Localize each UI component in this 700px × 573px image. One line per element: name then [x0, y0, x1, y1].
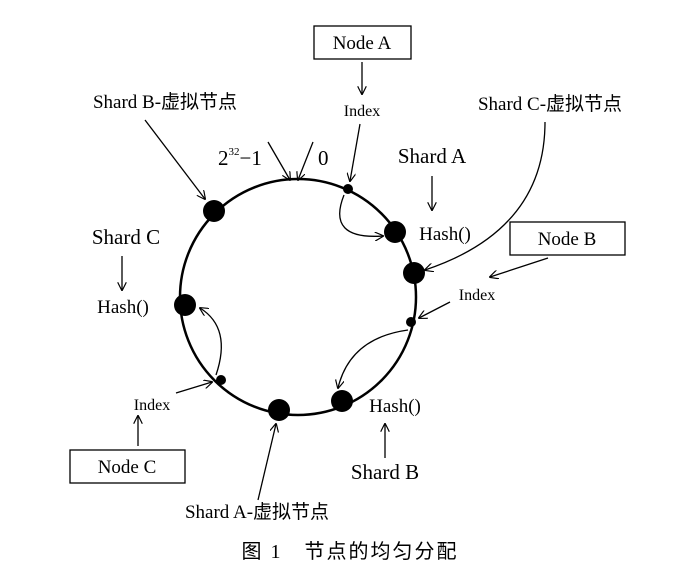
node-b-label: Node B — [538, 229, 597, 250]
shard-a-virtual-arrow — [257, 424, 276, 501]
shard-c-hash-label: Hash() — [97, 297, 149, 318]
node-b-lookup-arrow — [338, 329, 409, 388]
ring-max-label: 232−1 — [218, 146, 262, 170]
shard-b-label: Shard B — [351, 460, 419, 484]
ring-zero-label: 0 — [318, 146, 329, 170]
node-b-index-label: Index — [459, 287, 495, 304]
shard-c-virtual-point — [403, 262, 425, 284]
shard-a-virtual-label: Shard A-虚拟节点 — [185, 501, 329, 523]
node-b-box — [509, 221, 626, 256]
node-a-index-arrow — [350, 123, 361, 181]
node-b-left-arrow — [490, 257, 549, 277]
shard-b-point — [331, 390, 353, 412]
ring-max-arrow — [267, 141, 290, 180]
node-c-lookup-arrow — [200, 308, 222, 376]
shard-c-point — [174, 294, 196, 316]
node-c-point — [216, 375, 226, 385]
shard-a-label: Shard A — [398, 144, 467, 168]
node-a-box — [313, 25, 412, 60]
node-a-index-label: Index — [344, 103, 380, 120]
shard-c-virtual-arrow — [425, 121, 546, 270]
node-c-index-label: Index — [134, 397, 170, 414]
node-c-box — [69, 449, 186, 484]
shard-c-label: Shard C — [92, 225, 160, 249]
shard-a-point — [384, 221, 406, 243]
shard-b-virtual-point — [203, 200, 225, 222]
shard-a-virtual-point — [268, 399, 290, 421]
node-a-point — [343, 184, 353, 194]
ring-zero-arrow — [298, 141, 314, 180]
node-b-index-arrow — [419, 301, 451, 318]
shard-a-hash-label: Hash() — [419, 224, 471, 245]
shard-b-virtual-arrow — [144, 119, 205, 199]
node-a-lookup-arrow — [339, 194, 383, 236]
node-a-label: Node A — [333, 33, 392, 54]
node-c-index-arrow — [175, 382, 212, 394]
shard-b-hash-label: Hash() — [369, 396, 421, 417]
shard-c-virtual-label: Shard C-虚拟节点 — [478, 93, 622, 115]
node-b-point — [406, 317, 416, 327]
shard-b-virtual-label: Shard B-虚拟节点 — [93, 91, 237, 113]
node-c-label: Node C — [98, 457, 157, 478]
figure-caption: 图 1 节点的均匀分配 — [242, 540, 459, 563]
